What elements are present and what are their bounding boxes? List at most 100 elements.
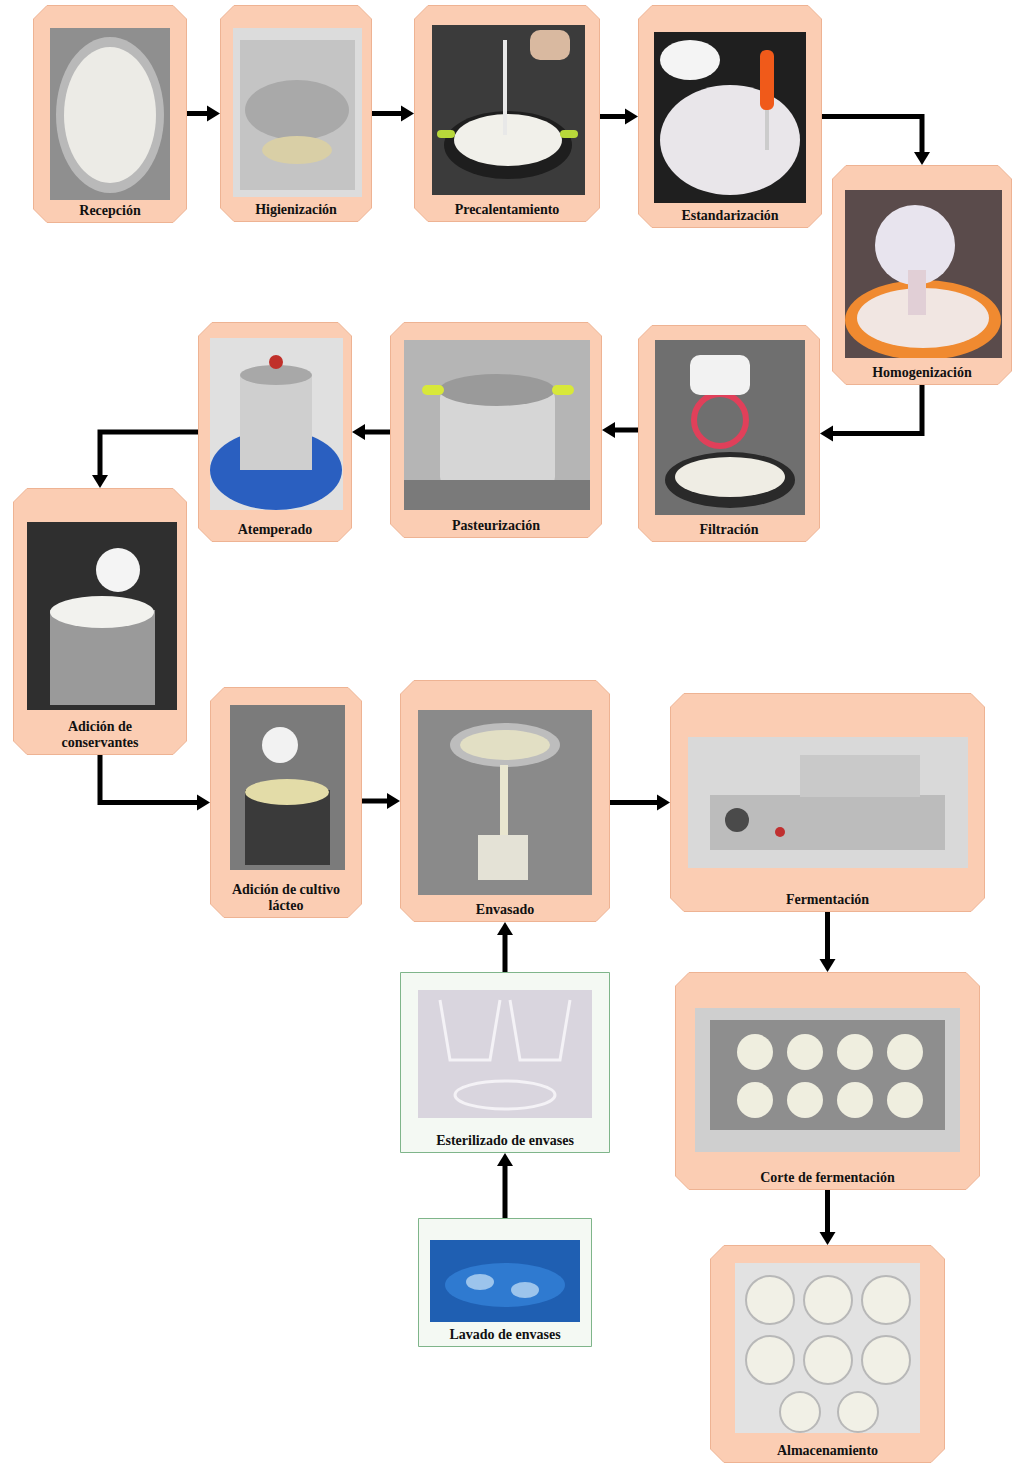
flow-arrow [497,1153,513,1218]
process-box: Filtración [638,325,820,542]
arrow-line [825,1190,830,1233]
box-fill [34,6,187,223]
box-outline [675,972,980,1190]
arrow-line [503,934,508,972]
step-label: Homogenización [872,365,972,381]
box-fill [419,1219,592,1347]
arrow-line [503,1165,508,1218]
box-border [419,1219,592,1347]
box-outline [710,1245,945,1463]
photo-corte [695,1008,960,1152]
box-fill [14,489,187,755]
box-border [401,973,610,1153]
step-label: Estandarización [681,208,778,224]
step-label: Almacenamiento [777,1443,878,1459]
box-border [199,323,352,542]
arrow-line [614,428,638,433]
box-fill [671,694,985,912]
step-label: Adición de cultivo lácteo [226,882,346,914]
arrow-head [352,424,365,440]
step-label: Higienización [255,202,337,218]
step-label: Esterilizado de envases [436,1133,574,1149]
photo-recepcion [50,28,170,200]
box-outline [33,5,187,223]
box-border [639,326,820,542]
arrow-head [820,959,836,972]
photo-filtracion [655,340,805,515]
arrow-line [832,385,922,434]
flow-arrow [497,922,513,972]
process-box: Almacenamiento [710,1245,945,1463]
arrow-head [497,922,513,935]
box-outline [638,5,822,228]
flow-arrow [92,432,198,488]
arrow-head [820,426,833,442]
box-border [34,6,187,223]
box-fill [199,323,352,542]
box-border [671,694,985,912]
photo-estandarizacion [654,32,806,203]
flow-arrow [352,424,390,440]
arrow-head [625,109,638,125]
arrow-line [372,111,402,116]
photo-homogenizacion [845,190,1002,360]
arrow-head [602,422,615,438]
arrow-head [497,1153,513,1166]
box-border [676,973,980,1190]
flow-arrow [820,385,922,442]
arrow-head [207,106,220,122]
photo-esterilizado [418,990,592,1118]
flow-arrow [100,755,210,811]
process-box: Higienización [220,5,372,222]
process-box: Adición de conservantes [13,488,187,755]
arrow-head [401,106,414,122]
box-border [211,688,362,918]
arrow-line [600,114,626,119]
photo-almacenamiento [735,1263,920,1433]
box-fill [211,688,362,918]
process-box: Fermentación [670,693,985,912]
process-box: Corte de fermentación [675,972,980,1190]
box-outline [400,972,610,1153]
process-box: Envasado [400,680,610,922]
arrow-head [657,795,670,811]
photo-envasado [418,710,592,895]
arrow-line [362,799,388,804]
arrow-head [197,795,210,811]
flow-arrow [372,106,414,122]
arrow-line [100,432,198,476]
photo-conservantes [27,522,177,710]
box-border [14,489,187,755]
flow-arrow [822,117,930,166]
box-border [401,681,610,922]
box-fill [415,6,600,222]
arrow-head [92,475,108,488]
arrow-line [187,111,208,116]
box-border [415,6,600,222]
step-label: Envasado [476,902,534,918]
step-label: Lavado de envases [449,1327,560,1343]
arrow-head [387,793,400,809]
box-outline [220,5,372,222]
arrow-line [364,430,390,435]
process-box: Pasteurización [390,322,602,538]
step-label: Recepción [79,203,140,219]
arrow-line [822,117,922,154]
arrow-line [825,912,830,960]
process-box: Atemperado [198,322,352,542]
flow-arrow [187,106,220,122]
flow-arrow [602,422,638,438]
process-box: Adición de cultivo lácteo [210,687,362,918]
box-fill [401,973,610,1153]
process-box: Precalentamiento [414,5,600,222]
box-border [833,166,1012,385]
box-fill [639,326,820,542]
step-label: Atemperado [238,522,313,538]
flow-arrow [362,793,400,809]
arrow-head [914,152,930,165]
photo-fermentacion [688,737,968,868]
box-border [711,1246,945,1463]
step-label: Adición de conservantes [38,719,163,751]
photo-pasteurizacion [404,340,590,510]
box-outline [390,322,602,538]
